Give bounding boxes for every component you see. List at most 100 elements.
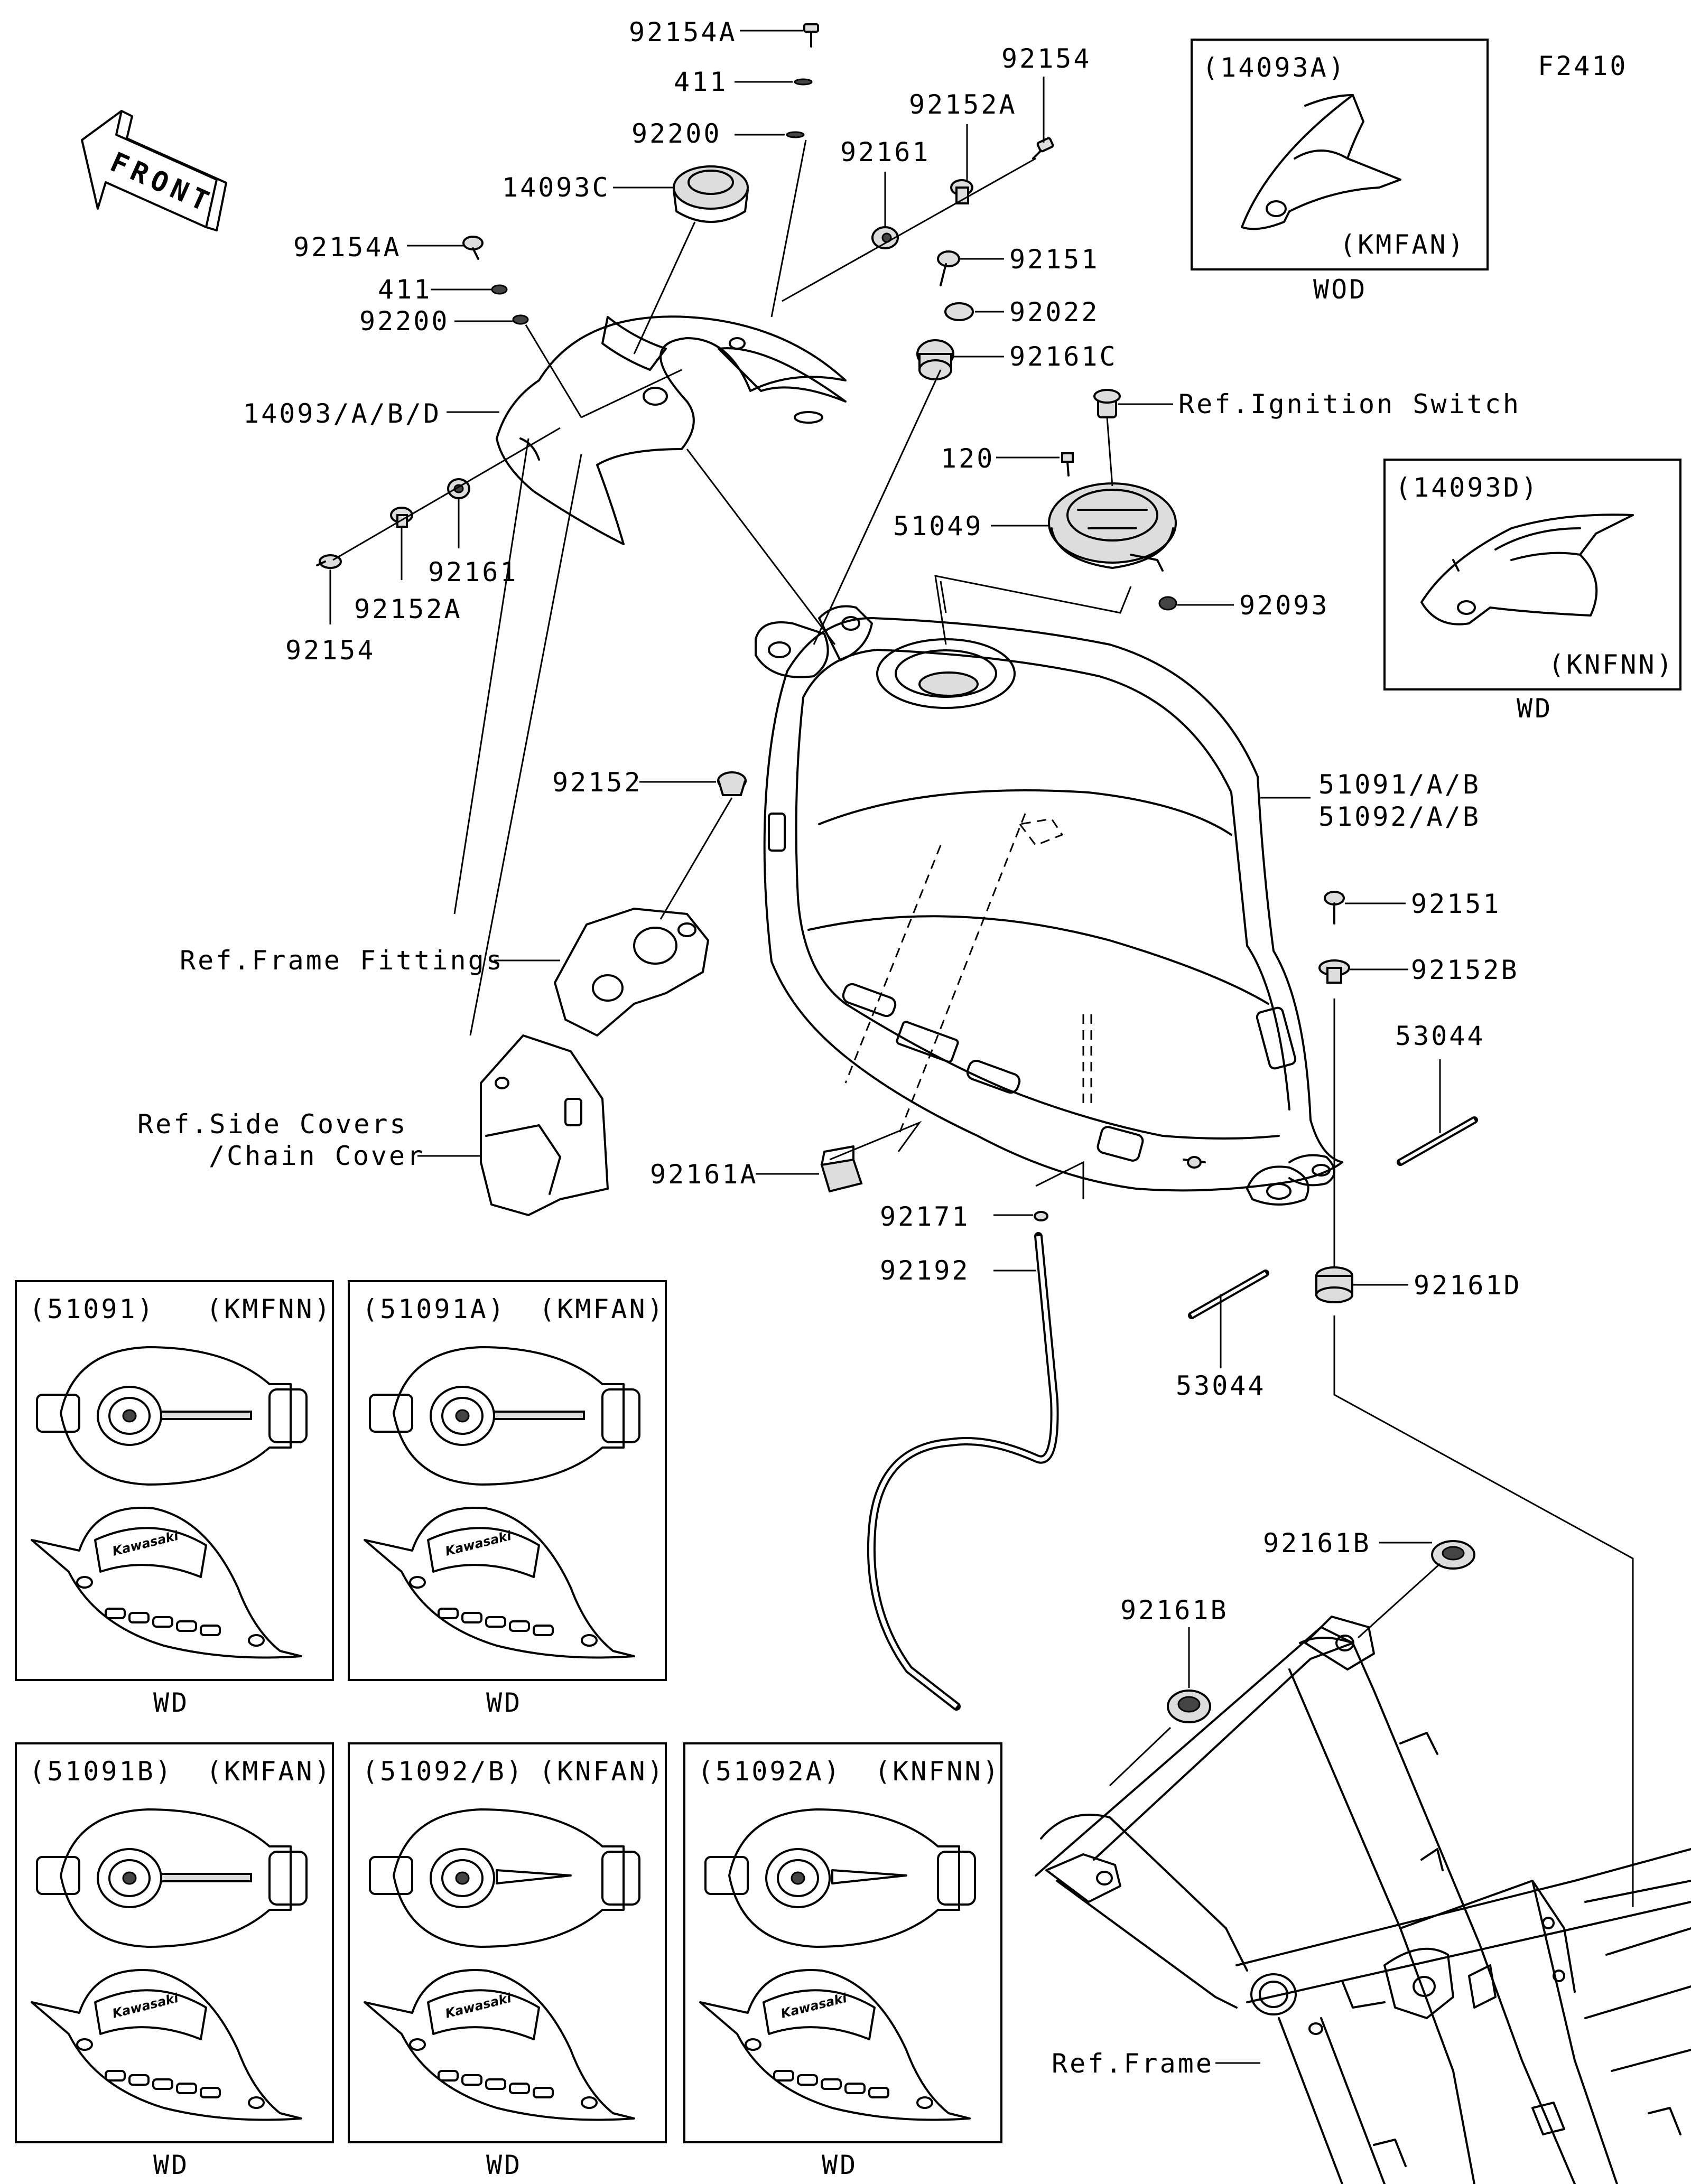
label-92151-right: 92151 <box>1411 889 1501 919</box>
inset-tank-2-color: (KMFAN) <box>539 1294 665 1324</box>
kawasaki-badge: Kawasaki <box>444 1991 514 2021</box>
side-cover-bracket <box>480 1034 609 1216</box>
inset-tank-3-part: (51091B) <box>29 1756 173 1787</box>
inset-14093A: (14093A) (KMFAN) WOD <box>1191 39 1489 305</box>
inset-tank-1-color: (KMFNN) <box>206 1294 332 1324</box>
tank-side-view: Kawasaki <box>699 1969 971 2121</box>
grommet-92093 <box>1158 596 1177 611</box>
label-92152B: 92152B <box>1411 955 1519 985</box>
frame-fitting <box>554 908 709 1037</box>
label-92161C: 92161C <box>1009 341 1118 372</box>
kawasaki-badge: Kawasaki <box>779 1991 849 2021</box>
inset-14093D: (14093D) (KNFNN) WD <box>1383 459 1681 724</box>
clip-411-top <box>794 78 813 86</box>
callout-labels: 92154A 411 92200 14093C 92154 92152A 921… <box>137 17 1522 2079</box>
label-92200-left: 92200 <box>359 306 450 337</box>
inset-tank-1-caption: WD <box>153 1687 189 1718</box>
grommet-92161C <box>916 339 954 380</box>
label-14093C: 14093C <box>502 172 610 203</box>
label-92022: 92022 <box>1009 297 1100 328</box>
label-92161B-left: 92161B <box>1120 1595 1229 1626</box>
label-92152A-top: 92152A <box>909 89 1017 120</box>
bolt-92151-top <box>937 250 960 286</box>
kawasaki-badge: Kawasaki <box>444 1528 514 1559</box>
inset-14093A-part: (14093A) <box>1202 52 1346 83</box>
figure-code: F2410 <box>1538 51 1628 81</box>
inset-tank-5-part: (51092A) <box>698 1756 842 1787</box>
label-92192: 92192 <box>880 1255 970 1286</box>
bolt-92151-right <box>1324 891 1345 925</box>
bolt-92154A-top <box>803 23 819 48</box>
tank-side-view: Kawasaki <box>364 1507 635 1659</box>
inset-tank-2-caption: WD <box>486 1687 522 1718</box>
tank-top-view <box>369 1346 640 1486</box>
label-92161-top: 92161 <box>840 137 931 167</box>
grommet-92161B-left <box>1167 1690 1211 1723</box>
inset-14093A-caption: WOD <box>1313 274 1367 305</box>
label-92154-left: 92154 <box>285 635 376 666</box>
tank-cover-14093 <box>496 315 847 545</box>
label-ref-frame: Ref.Frame <box>1052 2048 1214 2079</box>
washer-92022 <box>944 302 974 321</box>
washer-92200-top <box>786 131 805 138</box>
kawasaki-badge: Kawasaki <box>111 1991 181 2021</box>
fuel-cap-51049 <box>1048 482 1177 572</box>
hose-92192 <box>867 1211 1059 1711</box>
inset-14093D-part: (14093D) <box>1395 472 1539 503</box>
label-92161D: 92161D <box>1414 1270 1522 1301</box>
grommet-92161B-right <box>1431 1540 1475 1570</box>
inset-tank-4-part: (51092/B) <box>362 1756 524 1787</box>
inset-tank-4-caption: WD <box>486 2150 522 2180</box>
screw-120 <box>1061 452 1074 477</box>
label-411-left: 411 <box>378 274 432 305</box>
label-53044-right: 53044 <box>1395 1021 1485 1051</box>
label-92151-top: 92151 <box>1009 244 1100 275</box>
label-ref-side-covers: Ref.Side Covers <box>137 1109 408 1140</box>
collar-92152B <box>1318 959 1350 984</box>
inset-tank-5-caption: WD <box>822 2150 858 2180</box>
tank-top-view <box>36 1346 308 1486</box>
label-51049: 51049 <box>893 511 983 542</box>
label-92154-top: 92154 <box>1001 43 1092 74</box>
label-92161-left: 92161 <box>428 557 518 587</box>
fuel-tank-51091 <box>755 605 1343 1206</box>
label-92152A-left: 92152A <box>354 594 462 624</box>
inset-tank-1-part: (51091) <box>29 1294 155 1324</box>
label-53044-bottom: 53044 <box>1176 1370 1266 1401</box>
label-92161B-right: 92161B <box>1263 1528 1371 1558</box>
grommet-92152 <box>717 771 747 796</box>
tube-53044-right <box>1397 1116 1478 1166</box>
label-120: 120 <box>941 443 995 474</box>
tank-side-view: Kawasaki <box>31 1969 302 2121</box>
inset-14093A-color: (KMFAN) <box>1340 229 1466 260</box>
bolt-92154-top <box>1032 137 1054 160</box>
washer-92200-left <box>512 314 529 325</box>
inset-tank-3-color: (KMFAN) <box>206 1756 332 1787</box>
frame-assembly <box>1035 1616 1691 2184</box>
pad-92161A <box>820 1145 863 1193</box>
inset-tank-5-color: (KNFNN) <box>875 1756 1001 1787</box>
front-arrow-icon: FRONT <box>81 110 227 231</box>
clip-411-left <box>491 284 508 295</box>
tank-top-view <box>704 1808 976 1948</box>
tank-side-view: Kawasaki <box>364 1969 635 2121</box>
label-92093: 92093 <box>1239 590 1330 621</box>
inset-14093D-color: (KNFNN) <box>1548 649 1675 680</box>
tank-variant-insets: (51091)(KMFNN)KawasakiWD(51091A)(KMFAN)K… <box>15 1280 1002 2180</box>
damper-92161D <box>1315 1266 1353 1303</box>
front-label: FRONT <box>106 146 218 220</box>
tank-top-view <box>369 1808 640 1948</box>
tank-side-view: Kawasaki <box>31 1507 302 1659</box>
tank-top-view <box>36 1808 308 1948</box>
label-51091: 51091/A/B <box>1318 769 1481 800</box>
cap-ring-14093C <box>673 165 749 223</box>
label-92200-top: 92200 <box>631 118 722 149</box>
tube-53044-bottom <box>1188 1270 1269 1319</box>
label-51092: 51092/A/B <box>1318 801 1481 832</box>
label-411-top: 411 <box>674 67 728 97</box>
